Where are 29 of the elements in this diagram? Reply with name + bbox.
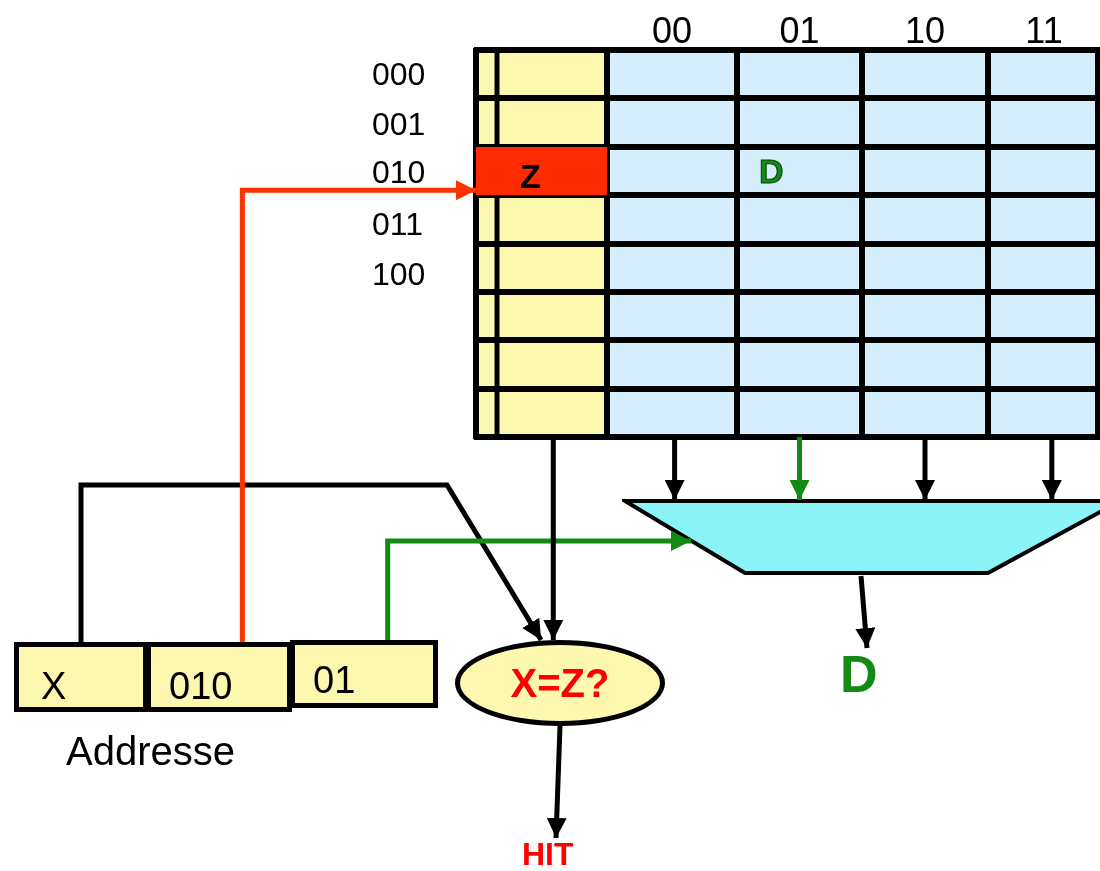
arrow	[543, 437, 564, 640]
caption-label: Addresse	[66, 731, 235, 771]
output-label: D	[840, 648, 894, 700]
row-label: 011	[372, 208, 423, 240]
row-label: 000	[372, 58, 426, 90]
arrow	[1041, 437, 1062, 500]
arrow	[239, 180, 476, 642]
column-header: 11	[1024, 14, 1064, 48]
multiplexer-trapezoid	[622, 498, 1100, 576]
output-label: HIT	[522, 838, 590, 870]
row-label: 010	[372, 156, 426, 188]
address-field: 010	[146, 642, 292, 712]
table-cell: Z	[476, 147, 607, 195]
arrow	[664, 437, 685, 500]
arrow	[915, 437, 935, 500]
column-header: 01	[778, 14, 821, 48]
row-label: 001	[372, 108, 426, 140]
address-field: X	[14, 642, 148, 712]
arrow	[78, 482, 544, 642]
column-header: 00	[650, 14, 693, 48]
table-cell-text: D	[759, 153, 799, 189]
address-field: 01	[290, 640, 438, 708]
row-label: 100	[372, 258, 426, 290]
arrow	[546, 725, 567, 839]
column-header: 10	[903, 14, 946, 48]
arrow	[855, 575, 876, 649]
comparator-ellipse: X=Z?	[455, 640, 665, 726]
arrow	[385, 530, 691, 640]
arrow	[789, 437, 810, 500]
